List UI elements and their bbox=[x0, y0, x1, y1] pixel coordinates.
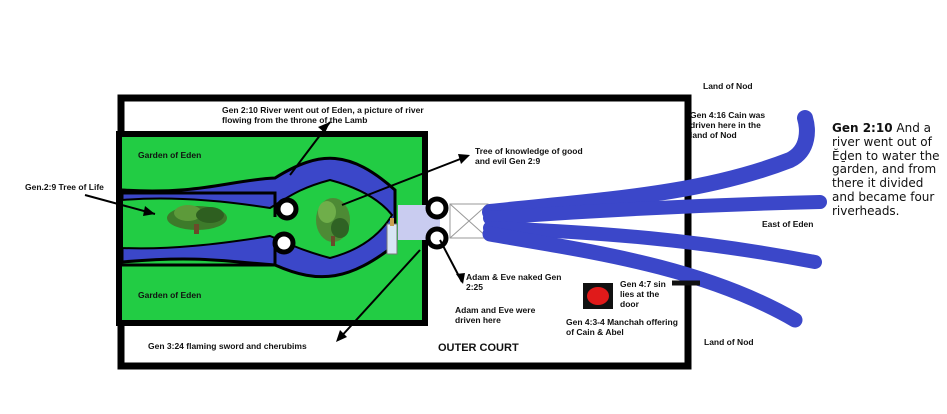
arrow-head bbox=[336, 330, 347, 342]
arrow-head bbox=[458, 154, 470, 164]
adam-eve-naked-label: Adam & Eve naked Gen 2:25 bbox=[466, 272, 562, 293]
river-out-of-eden-label: Gen 2:10 River went out of Eden, a pictu… bbox=[222, 105, 424, 126]
arrow-head bbox=[456, 273, 465, 284]
arrow-head bbox=[143, 206, 155, 216]
arrow-flaming-sword bbox=[337, 249, 421, 341]
cain-driven-label: Gen 4:16 Cain was driven here in the lan… bbox=[690, 110, 766, 141]
side-note: Gen 2:10 And a river went out of Ĕḏen to… bbox=[832, 121, 942, 219]
ring-icon bbox=[425, 196, 449, 220]
tree-of-knowledge-icon bbox=[316, 198, 350, 246]
land-of-nod-bottom-label: Land of Nod bbox=[704, 337, 754, 347]
side-note-ref: Gen 2:10 bbox=[832, 121, 893, 135]
outer-court-label: OUTER COURT bbox=[438, 342, 519, 354]
gate-cross-icon bbox=[449, 203, 489, 239]
sin-at-door-label: Gen 4:7 sin lies at the door bbox=[620, 279, 666, 310]
arrow-tree-of-life bbox=[84, 194, 156, 215]
riverhead-2 bbox=[483, 195, 827, 225]
riverhead-4 bbox=[482, 226, 803, 328]
garden-of-eden-bottom-label: Garden of Eden bbox=[138, 290, 202, 300]
tree-of-life-label: Gen.2:9 Tree of Life bbox=[25, 182, 104, 192]
riverhead-3 bbox=[483, 221, 822, 269]
tree-of-knowledge-label: Tree of knowledge of good and evil Gen 2… bbox=[475, 146, 583, 167]
manchah-label: Gen 4:3-4 Manchah offering of Cain & Abe… bbox=[566, 317, 678, 338]
tree-of-life-icon bbox=[167, 205, 227, 234]
ring-icon bbox=[272, 231, 296, 255]
flaming-sword-label: Gen 3:24 flaming sword and cherubims bbox=[148, 341, 307, 351]
land-of-nod-top-label: Land of Nod bbox=[703, 81, 753, 91]
adam-eve-driven-label: Adam and Eve were driven here bbox=[455, 305, 536, 326]
arrow-tree-of-knowledge bbox=[341, 155, 469, 206]
garden-of-eden-top-label: Garden of Eden bbox=[138, 150, 202, 160]
side-note-text: And a river went out of Ĕḏen to water th… bbox=[832, 121, 940, 218]
east-of-eden-label: East of Eden bbox=[762, 219, 814, 229]
riverhead-1 bbox=[482, 110, 815, 220]
cherub-figure-icon bbox=[386, 218, 398, 255]
channel-upper-line bbox=[122, 191, 277, 217]
ring-icon bbox=[275, 197, 299, 221]
sin-at-door-icon bbox=[583, 283, 613, 309]
arrow-head bbox=[318, 122, 330, 133]
